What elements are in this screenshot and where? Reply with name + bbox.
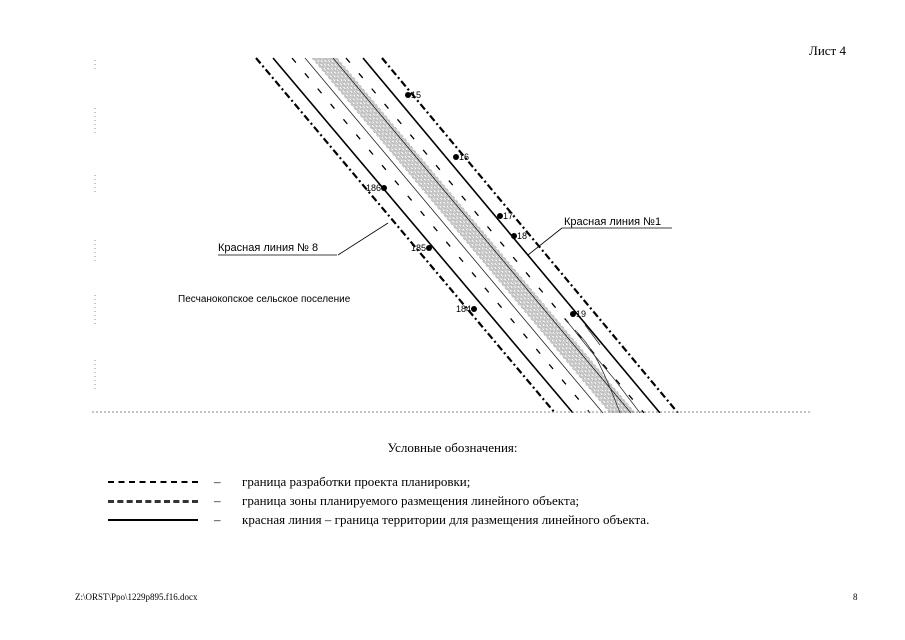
boundary-point-label: 15 [411,90,421,100]
hatch-line [321,57,620,413]
legend-title: Условные обозначения: [387,440,518,455]
boundary-point-label: 18 [517,231,527,241]
hatch-line [331,57,630,413]
legend-symbol-dash-dot [108,481,198,483]
planning-drawing: 15 16 17 18 19 184 185 186 Красная линия № 8 Кр… [92,57,812,413]
project-boundary-left [255,57,556,413]
boundary-point-marker [381,185,387,191]
red-line-1-label: Красная линия №1 [564,216,661,228]
hatch-line [325,57,624,413]
boundary-point-label: 184 [456,304,471,314]
legend-dash: – [214,474,221,489]
boundary-point-marker [511,233,517,239]
hatch-line [323,57,623,413]
legend-dash: – [214,493,221,508]
hatch-line [333,57,632,413]
project-boundary-right [381,57,679,413]
hatch-line [322,57,621,413]
hatch-line [314,57,613,413]
boundary-point-marker [497,213,503,219]
hatch-line [332,57,631,413]
boundary-point-label: 185 [411,243,426,253]
hatch-line [319,57,618,413]
boundary-point-label: 19 [576,309,586,319]
hatch-line [334,57,633,413]
legend-symbol-solid [108,519,198,521]
legend-text: красная линия – граница территории для р… [242,512,650,527]
boundary-point-marker [426,245,432,251]
hatch-line [320,57,619,413]
page-number: 8 [853,592,858,602]
file-path: Z:\ORST\Ppo\1229p895.f16.docx [75,592,198,602]
boundary-point-label: 186 [366,183,381,193]
boundary-point-marker [453,154,459,160]
hatch-line [315,57,614,413]
legend-dash: – [214,512,221,527]
hatch-line [313,57,612,413]
legend-item-project-boundary: – граница разработки проекта планировки; [0,474,905,490]
hatch-line [311,57,611,413]
red-line-left [272,57,574,413]
boundary-point-label: 16 [459,152,469,162]
legend-text: граница зоны планируемого размещения лин… [242,493,580,508]
leader-lines [218,222,672,256]
boundary-point-marker [570,311,576,317]
hatch-line [337,57,636,413]
hatch-line [316,57,615,413]
inner-lines [304,57,632,413]
hatch-line [317,57,617,413]
legend-symbol-dashed [108,500,198,503]
sheet-number: Лист 4 [809,43,846,58]
hatch-line [335,57,635,413]
legend-text: граница разработки проекта планировки; [242,474,471,489]
boundary-point-marker [471,306,477,312]
corridor-hatching [311,57,636,413]
junction-lines [565,319,641,413]
hatch-line [327,57,626,413]
boundary-points: 15 16 17 18 19 184 185 186 [366,90,586,319]
boundary-point-marker [405,92,411,98]
settlement-label: Песчанокопское сельское поселение [178,294,351,305]
legend-item-zone-boundary: – граница зоны планируемого размещения л… [0,493,905,509]
red-line-8-label: Красная линия № 8 [218,242,318,254]
hatch-line [326,57,625,413]
legend-item-red-line: – красная линия – граница территории для… [0,512,905,528]
hatch-line [328,57,627,413]
boundary-point-label: 17 [503,211,513,221]
hatch-line [329,57,629,413]
